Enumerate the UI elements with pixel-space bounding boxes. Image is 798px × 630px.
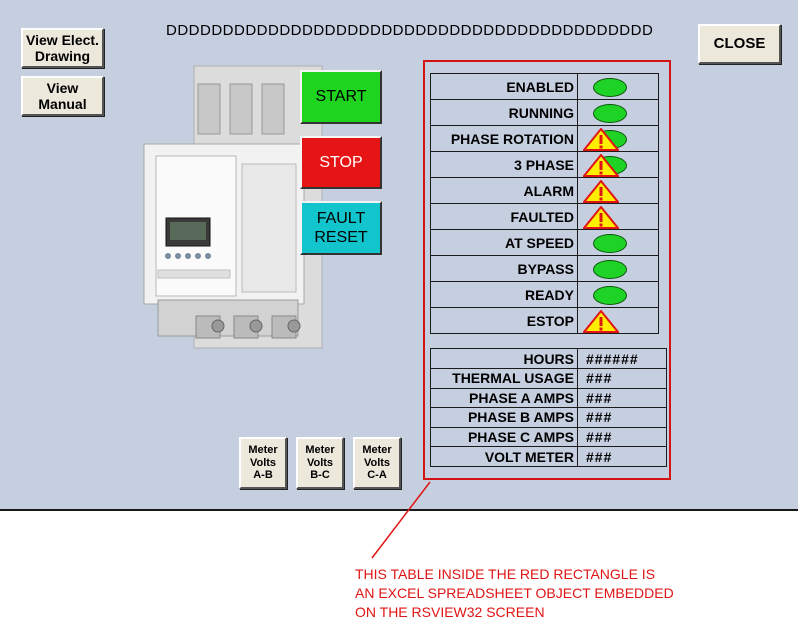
metric-label: VOLT METER [430,446,578,467]
view-elect-drawing-button[interactable]: View Elect. Drawing [21,28,104,68]
status-indicator-cell [577,203,659,230]
status-row: AT SPEED [430,229,659,256]
status-indicator-cell [577,307,659,334]
metric-label: PHASE B AMPS [430,407,578,428]
status-row: 3 PHASE [430,151,659,178]
start-button[interactable]: START [300,70,382,124]
status-indicator-cell [577,255,659,282]
fault-reset-button[interactable]: FAULT RESET [300,201,382,255]
view-manual-button[interactable]: View Manual [21,76,104,116]
screen-title: DDDDDDDDDDDDDDDDDDDDDDDDDDDDDDDDDDDDDDDD… [166,22,654,39]
warning-triangle-icon [583,154,619,177]
annotation-line: AN EXCEL SPREADSHEET OBJECT EMBEDDED [355,585,674,601]
view-elect-drawing-label: View Elect. Drawing [26,31,99,64]
warning-triangle-icon [583,310,619,333]
metric-value: ### [577,407,667,428]
status-label: ESTOP [430,307,578,334]
meter-button-label: A-B [253,469,273,482]
status-row: BYPASS [430,255,659,282]
metric-value: ###### [577,348,667,369]
status-indicator-cell [577,73,659,100]
meter-button-label: C-A [367,469,387,482]
green-led-icon [593,104,627,123]
metric-label: PHASE C AMPS [430,426,578,448]
status-indicator-cell [577,99,659,126]
meter-button-label: B-C [310,469,330,482]
metric-row: PHASE B AMPS### [430,407,667,428]
view-manual-label: View Manual [38,79,87,112]
annotation-line: ON THE RSVIEW32 SCREEN [355,604,545,620]
status-row: ESTOP [430,307,659,334]
status-indicator-cell [577,281,659,308]
metric-label: PHASE A AMPS [430,387,578,409]
green-led-icon [593,260,627,279]
status-indicator-cell [577,177,659,204]
metric-row: PHASE C AMPS### [430,426,667,448]
metric-value: ### [577,368,667,389]
metric-row: HOURS###### [430,348,667,369]
fault-reset-label: FAULT RESET [314,209,368,246]
metric-row: VOLT METER### [430,446,667,467]
meter-button-label: Volts [363,456,391,469]
meter-button-label: Meter [305,444,335,457]
stop-label: STOP [319,153,363,171]
stop-button[interactable]: STOP [300,136,382,189]
annotation-line: THIS TABLE INSIDE THE RED RECTANGLE IS [355,566,656,582]
close-label: CLOSE [713,35,766,53]
start-label: START [315,88,367,106]
warning-triangle-icon [583,128,619,151]
meter-button-label: Meter [362,444,392,457]
meter-button-label: Volts [249,456,277,469]
warning-triangle-icon [583,180,619,203]
spreadsheet-highlight-rectangle [423,60,671,480]
status-row: ALARM [430,177,659,204]
metric-row: THERMAL USAGE### [430,368,667,389]
status-label: AT SPEED [430,229,578,256]
hmi-screen: View Elect. Drawing View Manual DDDDDDDD… [0,0,798,511]
close-button[interactable]: CLOSE [698,24,781,64]
meter-button-label: Volts [306,456,334,469]
annotation-note: THIS TABLE INSIDE THE RED RECTANGLE IS A… [355,565,674,622]
metrics-table: HOURS######THERMAL USAGE###PHASE A AMPS#… [430,348,667,467]
status-indicator-cell [577,229,659,256]
green-led-icon [593,78,627,97]
metric-label: THERMAL USAGE [430,368,578,389]
meter-button-label: Meter [248,444,278,457]
green-led-icon [593,234,627,253]
metric-value: ### [577,446,667,467]
warning-triangle-icon [583,206,619,229]
green-led-icon [593,286,627,305]
